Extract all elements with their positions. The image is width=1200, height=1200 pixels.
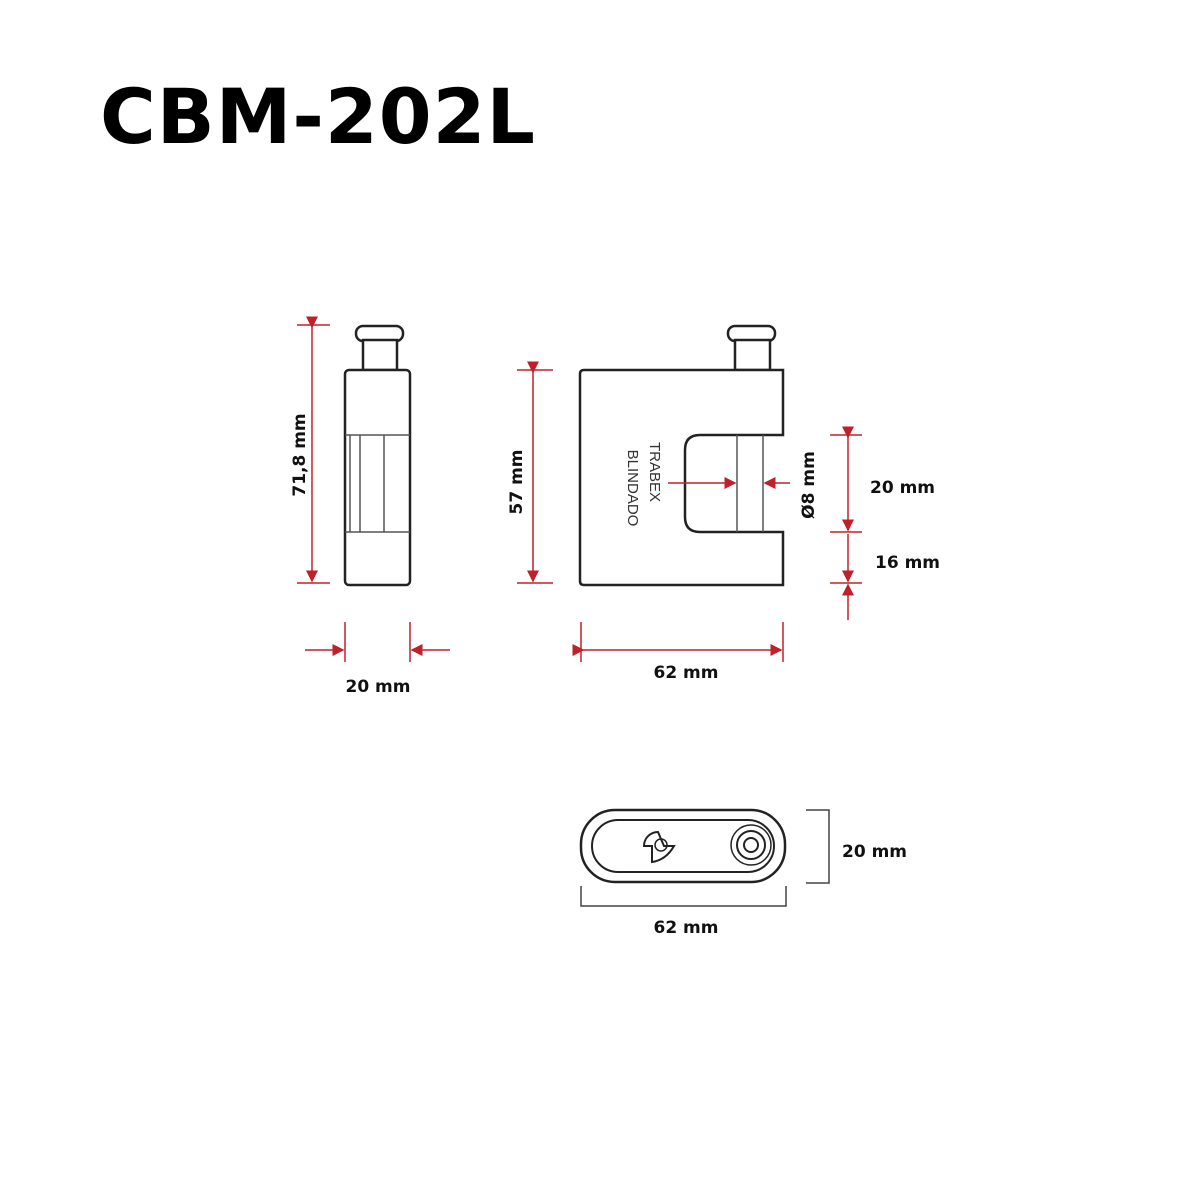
engraving-blindado: BLINDADO — [624, 450, 641, 527]
opening-label: 20 mm — [870, 478, 935, 498]
lower-label: 16 mm — [875, 553, 940, 573]
engraving-trabex: TRABEX — [646, 442, 663, 502]
side-view — [343, 324, 412, 587]
front-height-label: 57 mm — [507, 449, 527, 514]
shackle-diameter-dimension: Ø8 mm — [668, 451, 819, 519]
top-view — [579, 808, 787, 884]
top-width-label: 62 mm — [653, 918, 718, 938]
opening-dimension: 20 mm 16 mm — [830, 426, 940, 620]
side-width-label: 20 mm — [345, 677, 410, 697]
front-view: TRABEX BLINDADO — [578, 324, 785, 587]
top-depth-dimension: 20 mm — [806, 809, 907, 884]
top-depth-label: 20 mm — [842, 842, 907, 862]
keyhole-icon — [642, 830, 676, 864]
side-width-dimension: 20 mm — [305, 622, 450, 697]
side-height-label: 71,8 mm — [290, 413, 310, 496]
top-width-dimension: 62 mm — [580, 886, 787, 938]
front-width-label: 62 mm — [653, 663, 718, 683]
side-height-dimension: 71,8 mm — [290, 316, 330, 584]
front-height-dimension: 57 mm — [507, 361, 553, 584]
product-title: CBM-202L — [100, 72, 536, 161]
front-width-dimension: 62 mm — [572, 622, 784, 683]
shackle-diameter-label: Ø8 mm — [799, 451, 819, 519]
